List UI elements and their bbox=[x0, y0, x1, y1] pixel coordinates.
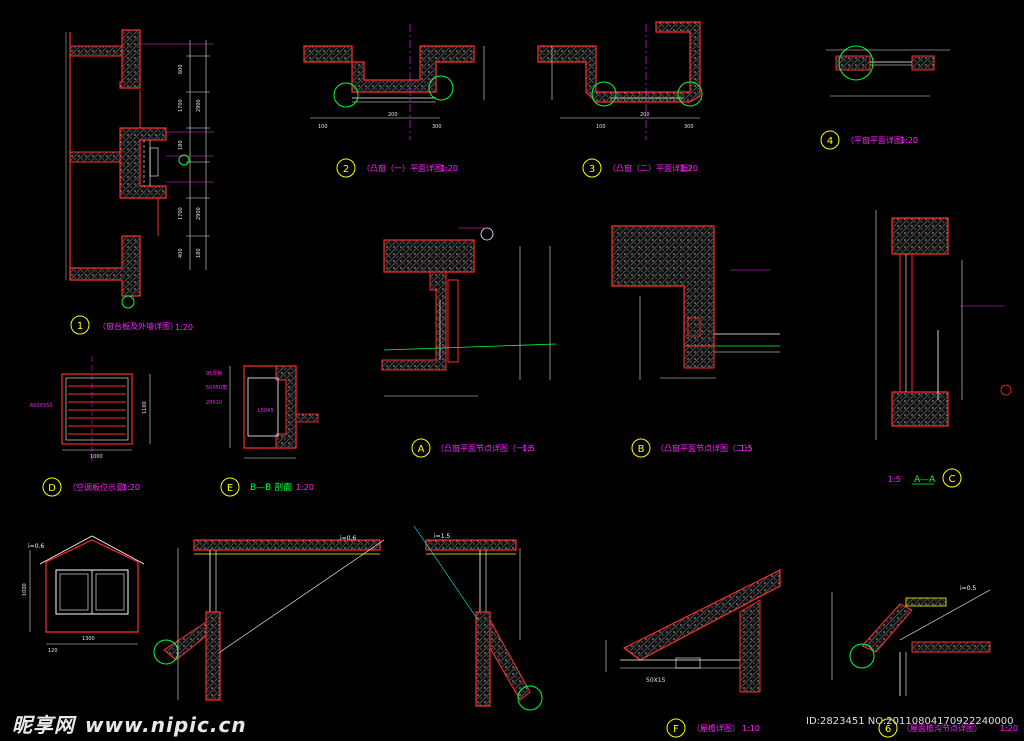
detail-1-wall-section: 600 1700 2900 180 1700 2900 400 180 1 （窗… bbox=[65, 29, 214, 335]
detail-2-id: 2 bbox=[343, 164, 349, 175]
dE-label-0: 95厚板 bbox=[206, 370, 222, 377]
detail-3-scale: 1:20 bbox=[680, 164, 698, 173]
detail-B-node: B （凸窗平面节点详图（二）） 1:5 bbox=[611, 225, 780, 458]
d2-dim-1: 200 bbox=[388, 112, 398, 118]
d3-dim-1: 200 bbox=[640, 112, 650, 118]
dD-label-1: 1000 bbox=[90, 454, 103, 460]
detail-F-eaves: 50X15 F （屋檐详图） 1:10 bbox=[605, 569, 781, 738]
d1-dim-3: 180 bbox=[178, 140, 184, 150]
detail-C-scale: 1:5 bbox=[888, 475, 901, 484]
eaves-section-left: i=0.6 bbox=[153, 535, 385, 701]
d3-dim-0: 100 bbox=[596, 124, 606, 130]
detail-C-section: 1:5 A—A C bbox=[875, 210, 1012, 488]
detail-A-node: A （凸窗平面节点详图（一）） 1:5 bbox=[381, 227, 557, 458]
detail-4-flat-window-plan: 4 （平窗平面详图） 1:20 bbox=[820, 45, 950, 150]
d3-dim-2: 300 bbox=[684, 124, 694, 130]
d2-dim-0: 100 bbox=[318, 124, 328, 130]
detail-F-scale: 1:10 bbox=[742, 724, 760, 733]
dD-label-2: 1100 bbox=[142, 401, 148, 414]
d1-dim-2: 2900 bbox=[196, 99, 202, 112]
d1-dim-0: 600 bbox=[178, 64, 184, 74]
slope-right-eaves: i=1.5 bbox=[434, 533, 450, 540]
detail-3-bay-window-plan: 100 200 300 3 （凸窗（二）平面详图） 1:20 bbox=[537, 21, 703, 178]
detail-D-id: D bbox=[48, 483, 56, 494]
detail-C-title: A—A bbox=[914, 475, 936, 485]
detail-6-gutter: i=0.5 6 （屋面檐沟节点详图） 1:20 bbox=[831, 585, 1018, 738]
detail-6-id: 6 bbox=[885, 724, 891, 735]
detail-3-title: （凸窗（二）平面详图） bbox=[608, 163, 696, 173]
detail-4-scale: 1:20 bbox=[900, 136, 918, 145]
detail-D-scale: 1:20 bbox=[122, 483, 140, 492]
d2-dim-2: 300 bbox=[432, 124, 442, 130]
detail-C-id: C bbox=[949, 474, 956, 485]
d1-dim-5: 2900 bbox=[196, 207, 202, 220]
detail-A-title: （凸窗平面节点详图（一）） bbox=[436, 443, 536, 453]
d1-dim-6: 400 bbox=[178, 248, 184, 258]
detail-B-id: B bbox=[638, 444, 645, 455]
detail-1-title: （窗台板及外墙详图） bbox=[98, 321, 178, 331]
d1-dim-4: 1700 bbox=[178, 207, 184, 220]
dD-label-0: 600X550 bbox=[30, 403, 53, 409]
dE-label-1: 50X50角 bbox=[206, 384, 227, 391]
detail-2-title: （凸窗（一）平面详图） bbox=[362, 163, 450, 173]
detail-E-title: B—B 剖面 bbox=[250, 481, 292, 493]
detail-1-dimensions: 600 1700 2900 180 1700 2900 400 180 bbox=[178, 64, 202, 258]
dormer-dim-2: 120 bbox=[48, 648, 58, 654]
detail-B-scale: 1:5 bbox=[740, 444, 753, 453]
detail-2-bay-window-plan: 100 200 300 2 （凸窗（一）平面详图） 1:20 bbox=[303, 24, 485, 178]
watermark: 昵享网 www.nipic.cn bbox=[12, 709, 247, 738]
detail-A-scale: 1:5 bbox=[522, 444, 535, 453]
image-id-text: ID:2823451 NO:20110804170922240000 bbox=[806, 716, 1014, 727]
detail-4-title: （平窗平面详图） bbox=[846, 135, 910, 145]
dormer-dim-1: 1300 bbox=[82, 636, 95, 642]
detail-1-scale: 1:20 bbox=[175, 323, 193, 332]
slope-left: i=0.6 bbox=[28, 543, 44, 550]
detail-E-section: 95厚板 50X50角 20X10 L50X5 E B—B 剖面 1:20 bbox=[206, 365, 319, 497]
dE-label-3: L50X5 bbox=[258, 408, 274, 414]
detail-D-ac-grille: 600X550 1000 1100 D （空调板位示意） 1:20 bbox=[30, 356, 151, 497]
detail-A-id: A bbox=[418, 444, 425, 455]
d1-dim-1: 1700 bbox=[178, 99, 184, 112]
d1-dim-7: 180 bbox=[196, 248, 202, 258]
detail-D-title: （空调板位示意） bbox=[68, 482, 132, 492]
slope-left-eaves: i=0.6 bbox=[340, 535, 356, 542]
watermark-url: www.nipic.cn bbox=[85, 713, 247, 737]
detail-F-title: （屋檐详图） bbox=[692, 723, 740, 733]
eaves-section-right: i=1.5 bbox=[413, 525, 543, 711]
slope-detail6: i=0.5 bbox=[960, 585, 976, 592]
dormer-elevation: 1000 1300 120 i=0.6 bbox=[22, 535, 145, 654]
watermark-brand: 昵享网 bbox=[12, 713, 75, 737]
dF-label-0: 50X15 bbox=[646, 677, 666, 684]
dormer-dim-0: 1000 bbox=[22, 583, 28, 596]
detail-F-id: F bbox=[673, 724, 679, 735]
detail-2-scale: 1:20 bbox=[440, 164, 458, 173]
detail-E-scale: 1:20 bbox=[296, 483, 314, 492]
dE-label-2: 20X10 bbox=[206, 400, 222, 406]
detail-6-scale: 1:20 bbox=[1000, 724, 1018, 733]
detail-6-title: （屋面檐沟节点详图） bbox=[902, 723, 982, 733]
detail-1-id: 1 bbox=[77, 321, 83, 332]
detail-4-id: 4 bbox=[827, 136, 833, 147]
detail-B-title: （凸窗平面节点详图（二）） bbox=[656, 443, 756, 453]
detail-E-id: E bbox=[227, 483, 233, 494]
detail-3-id: 3 bbox=[589, 164, 595, 175]
